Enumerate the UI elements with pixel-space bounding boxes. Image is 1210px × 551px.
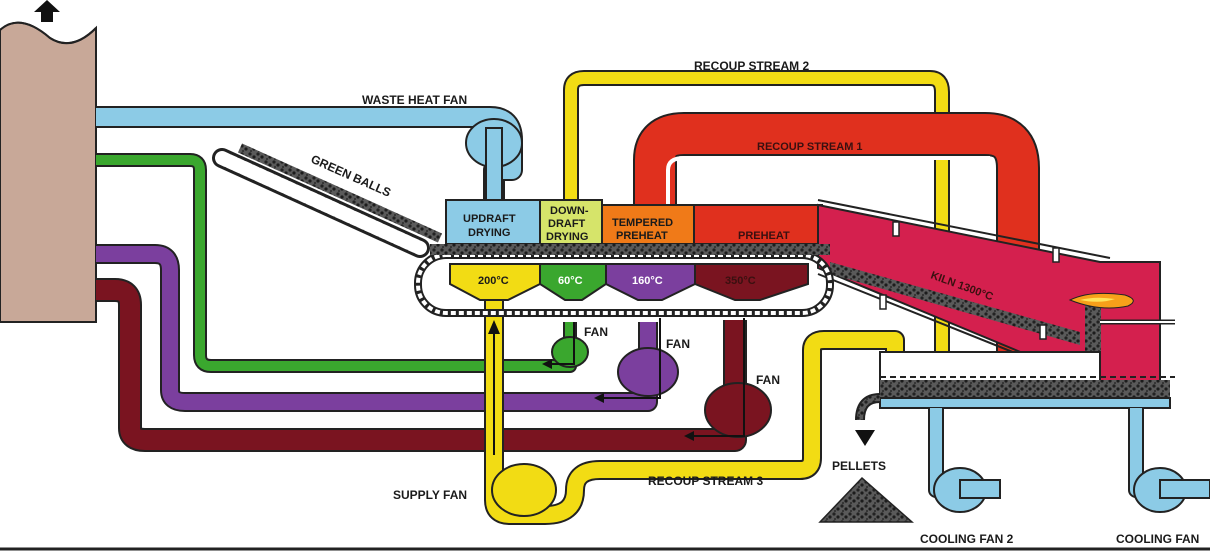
maroon-exhaust-duct bbox=[96, 278, 772, 452]
fan-label-1: FAN bbox=[584, 325, 608, 339]
pellets-pile bbox=[818, 476, 914, 523]
drying-label-2: DRYING bbox=[546, 231, 588, 243]
traveling-grate bbox=[414, 244, 834, 317]
pellets-label: PELLETS bbox=[832, 459, 886, 473]
cooling-fan-1 bbox=[1128, 408, 1210, 513]
green-exhaust-duct bbox=[96, 153, 589, 373]
updraft-label: UPDRAFT bbox=[463, 213, 516, 225]
cooling-fan-2-label: COOLING FAN 2 bbox=[920, 532, 1014, 546]
exhaust-arrow-icon bbox=[34, 0, 60, 22]
green-balls-conveyor bbox=[212, 143, 443, 258]
hood-downdraft-drying bbox=[539, 199, 603, 245]
recoup-stream-2-label: RECOUP STREAM 2 bbox=[694, 59, 809, 73]
recoup-stream-1-duct bbox=[633, 112, 1040, 356]
fan-label-3: FAN bbox=[756, 373, 780, 387]
cooling-fan-2 bbox=[928, 408, 1001, 513]
draft-label: DRAFT bbox=[548, 218, 586, 230]
temp-60-label: 60°C bbox=[558, 275, 583, 287]
pellets-arrow-icon bbox=[855, 430, 875, 446]
preheat-label-2: PREHEAT bbox=[738, 230, 790, 242]
burner-flame-icon bbox=[1068, 292, 1134, 309]
recoup-stream-3-label: RECOUP STREAM 3 bbox=[648, 474, 763, 488]
temp-160-label: 160°C bbox=[632, 275, 663, 287]
waste-heat-fan-label: WASTE HEAT FAN bbox=[362, 93, 467, 107]
temp-350-label: 350°C bbox=[725, 275, 756, 287]
recoup-stream-1-label: RECOUP STREAM 1 bbox=[757, 141, 863, 153]
flow-arrows bbox=[488, 318, 745, 455]
exhaust-stack bbox=[0, 21, 97, 323]
cooling-fan-label: COOLING FAN bbox=[1116, 532, 1199, 546]
supply-fan-label: SUPPLY FAN bbox=[393, 488, 467, 502]
temp-200-label: 200°C bbox=[478, 275, 509, 287]
cooler bbox=[855, 351, 1175, 421]
tempered-label: TEMPERED bbox=[612, 217, 673, 229]
drying-label-1: DRYING bbox=[468, 227, 510, 239]
recoup-stream-2-duct bbox=[563, 70, 950, 372]
down-label: DOWN- bbox=[550, 205, 589, 217]
preheat-label-1: PREHEAT bbox=[616, 230, 668, 242]
waste-heat-duct bbox=[96, 106, 523, 209]
fan-label-2: FAN bbox=[666, 337, 690, 351]
purple-exhaust-duct bbox=[96, 244, 679, 412]
wind-box-350 bbox=[694, 263, 809, 301]
hood-updraft-drying bbox=[445, 199, 541, 245]
